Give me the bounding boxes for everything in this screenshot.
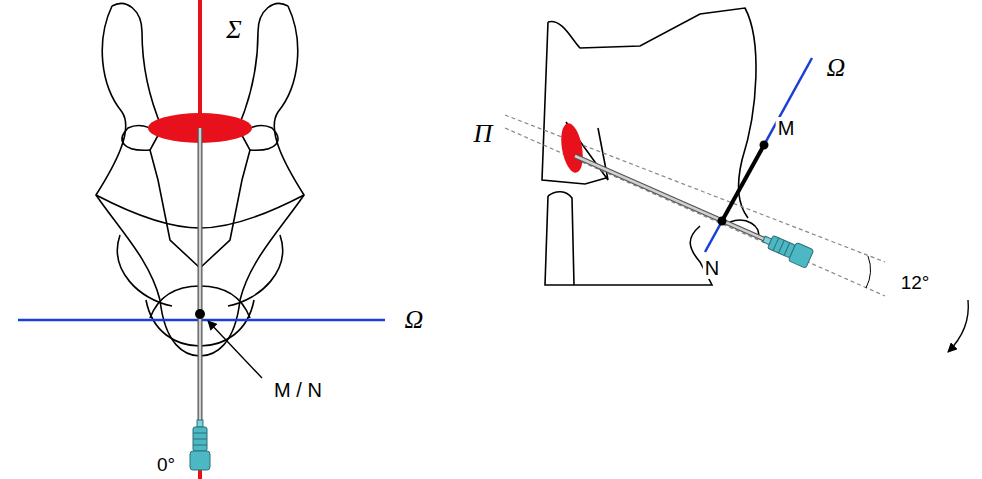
point-label: N [703,257,721,279]
angle-arc [866,256,870,288]
point-label: M / N [272,379,324,401]
needle-shaft [199,128,202,422]
pelvis-right-half [200,4,304,356]
leader-arrow [208,321,262,378]
needle-shaft-outline [198,128,203,422]
target-ellipse [558,122,586,175]
trajectory-line [505,115,885,262]
plane-label: Ω [825,54,848,82]
plane-label: Π [472,120,495,148]
point-label: M [776,117,797,139]
sacrum-outline [542,22,606,184]
entry-point [718,217,727,226]
needle-shaft-outline [575,156,766,240]
entry-segment [722,145,764,221]
pelvis-outline [548,8,756,218]
pelvis-left-half [96,4,200,356]
trajectory-line [505,128,885,296]
needle-hub [760,230,814,268]
needle-hub [190,420,210,470]
plane-label: Σ [224,16,243,44]
angle-label: 12° [899,272,932,293]
entry-point [760,141,769,150]
pubic-outline [545,196,712,285]
plane-label: Ω [403,306,426,334]
angle-label: 0° [155,454,177,475]
needle-shaft [575,156,766,240]
entry-point [195,309,205,319]
plane-omega-line [705,58,812,252]
pelvis-lateral [542,8,759,285]
plane-sigma-line [198,0,202,479]
rotation-arrow [948,300,968,352]
pubic-detail [548,192,574,285]
